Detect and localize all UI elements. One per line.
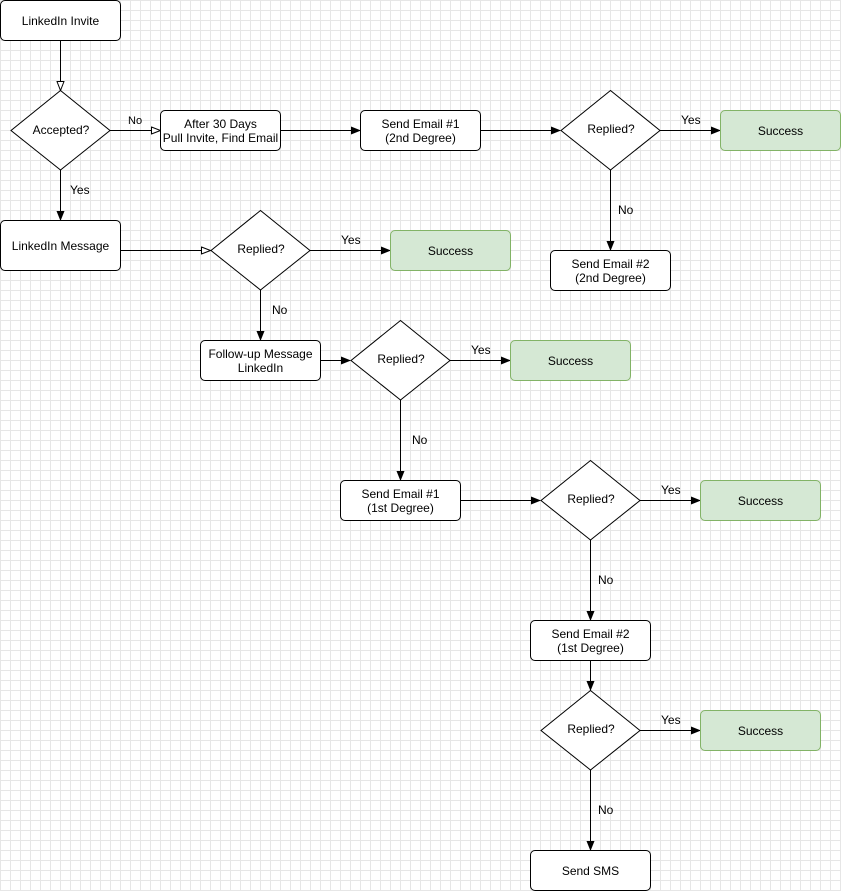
node-success-message[interactable]: Success — [390, 230, 511, 271]
node-send-sms[interactable]: Send SMS — [530, 850, 651, 891]
decision-replied-1st-1-shape — [540, 459, 641, 541]
decision-replied-1st-degree-1-label[interactable]: Replied? — [567, 492, 615, 506]
node-linkedin-invite[interactable]: LinkedIn Invite — [0, 0, 121, 41]
decision-replied-message-label[interactable]: Replied? — [237, 242, 285, 256]
node-follow-up-message[interactable]: Follow-up Message LinkedIn — [200, 340, 321, 381]
node-linkedin-message[interactable]: LinkedIn Message — [0, 220, 121, 271]
edge-label-replied-follow-up-yes: Yes — [471, 343, 491, 357]
node-success-follow-up[interactable]: Success — [510, 340, 631, 381]
edge-label-replied-message-yes: Yes — [341, 233, 361, 247]
decision-accepted-label[interactable]: Accepted? — [32, 123, 90, 137]
node-send-email-1-1st-degree[interactable]: Send Email #1 (1st Degree) — [340, 480, 461, 521]
decision-replied-msg-shape — [210, 209, 311, 291]
node-send-email-1-2nd-degree[interactable]: Send Email #1 (2nd Degree) — [360, 110, 481, 151]
edge-label-replied-follow-up-no: No — [412, 433, 428, 447]
edge-label-replied-1st-1-yes: Yes — [661, 483, 681, 497]
node-send-email-2-1st-degree[interactable]: Send Email #2 (1st Degree) — [530, 620, 651, 661]
node-success-1st-degree-1[interactable]: Success — [700, 480, 821, 521]
decision-accepted-shape — [10, 89, 111, 171]
edge-label-replied-2nd-yes: Yes — [681, 113, 701, 127]
edge-label-replied-2nd-no: No — [618, 203, 634, 217]
decision-replied-follow-up-label[interactable]: Replied? — [377, 352, 425, 366]
node-after-30-days[interactable]: After 30 Days Pull Invite, Find Email — [160, 110, 281, 151]
edge-label-accepted-yes: Yes — [70, 183, 90, 197]
edge-label-accepted-no: No — [128, 115, 143, 127]
decision-replied-1st-degree-2-label[interactable]: Replied? — [567, 722, 615, 736]
node-success-2nd-degree[interactable]: Success — [720, 110, 841, 151]
edge-label-replied-1st-2-yes: Yes — [661, 713, 681, 727]
decision-replied-2nd-degree-label[interactable]: Replied? — [587, 122, 635, 136]
edge-label-replied-1st-2-no: No — [598, 803, 614, 817]
decision-replied-1st-2-shape — [540, 689, 641, 771]
decision-replied-followup-shape — [350, 319, 451, 401]
edge-label-replied-1st-1-no: No — [598, 573, 614, 587]
node-success-1st-degree-2[interactable]: Success — [700, 710, 821, 751]
decision-replied-2nd-shape — [560, 89, 661, 171]
node-send-email-2-2nd-degree[interactable]: Send Email #2 (2nd Degree) — [550, 250, 671, 291]
edge-label-replied-message-no: No — [272, 303, 288, 317]
